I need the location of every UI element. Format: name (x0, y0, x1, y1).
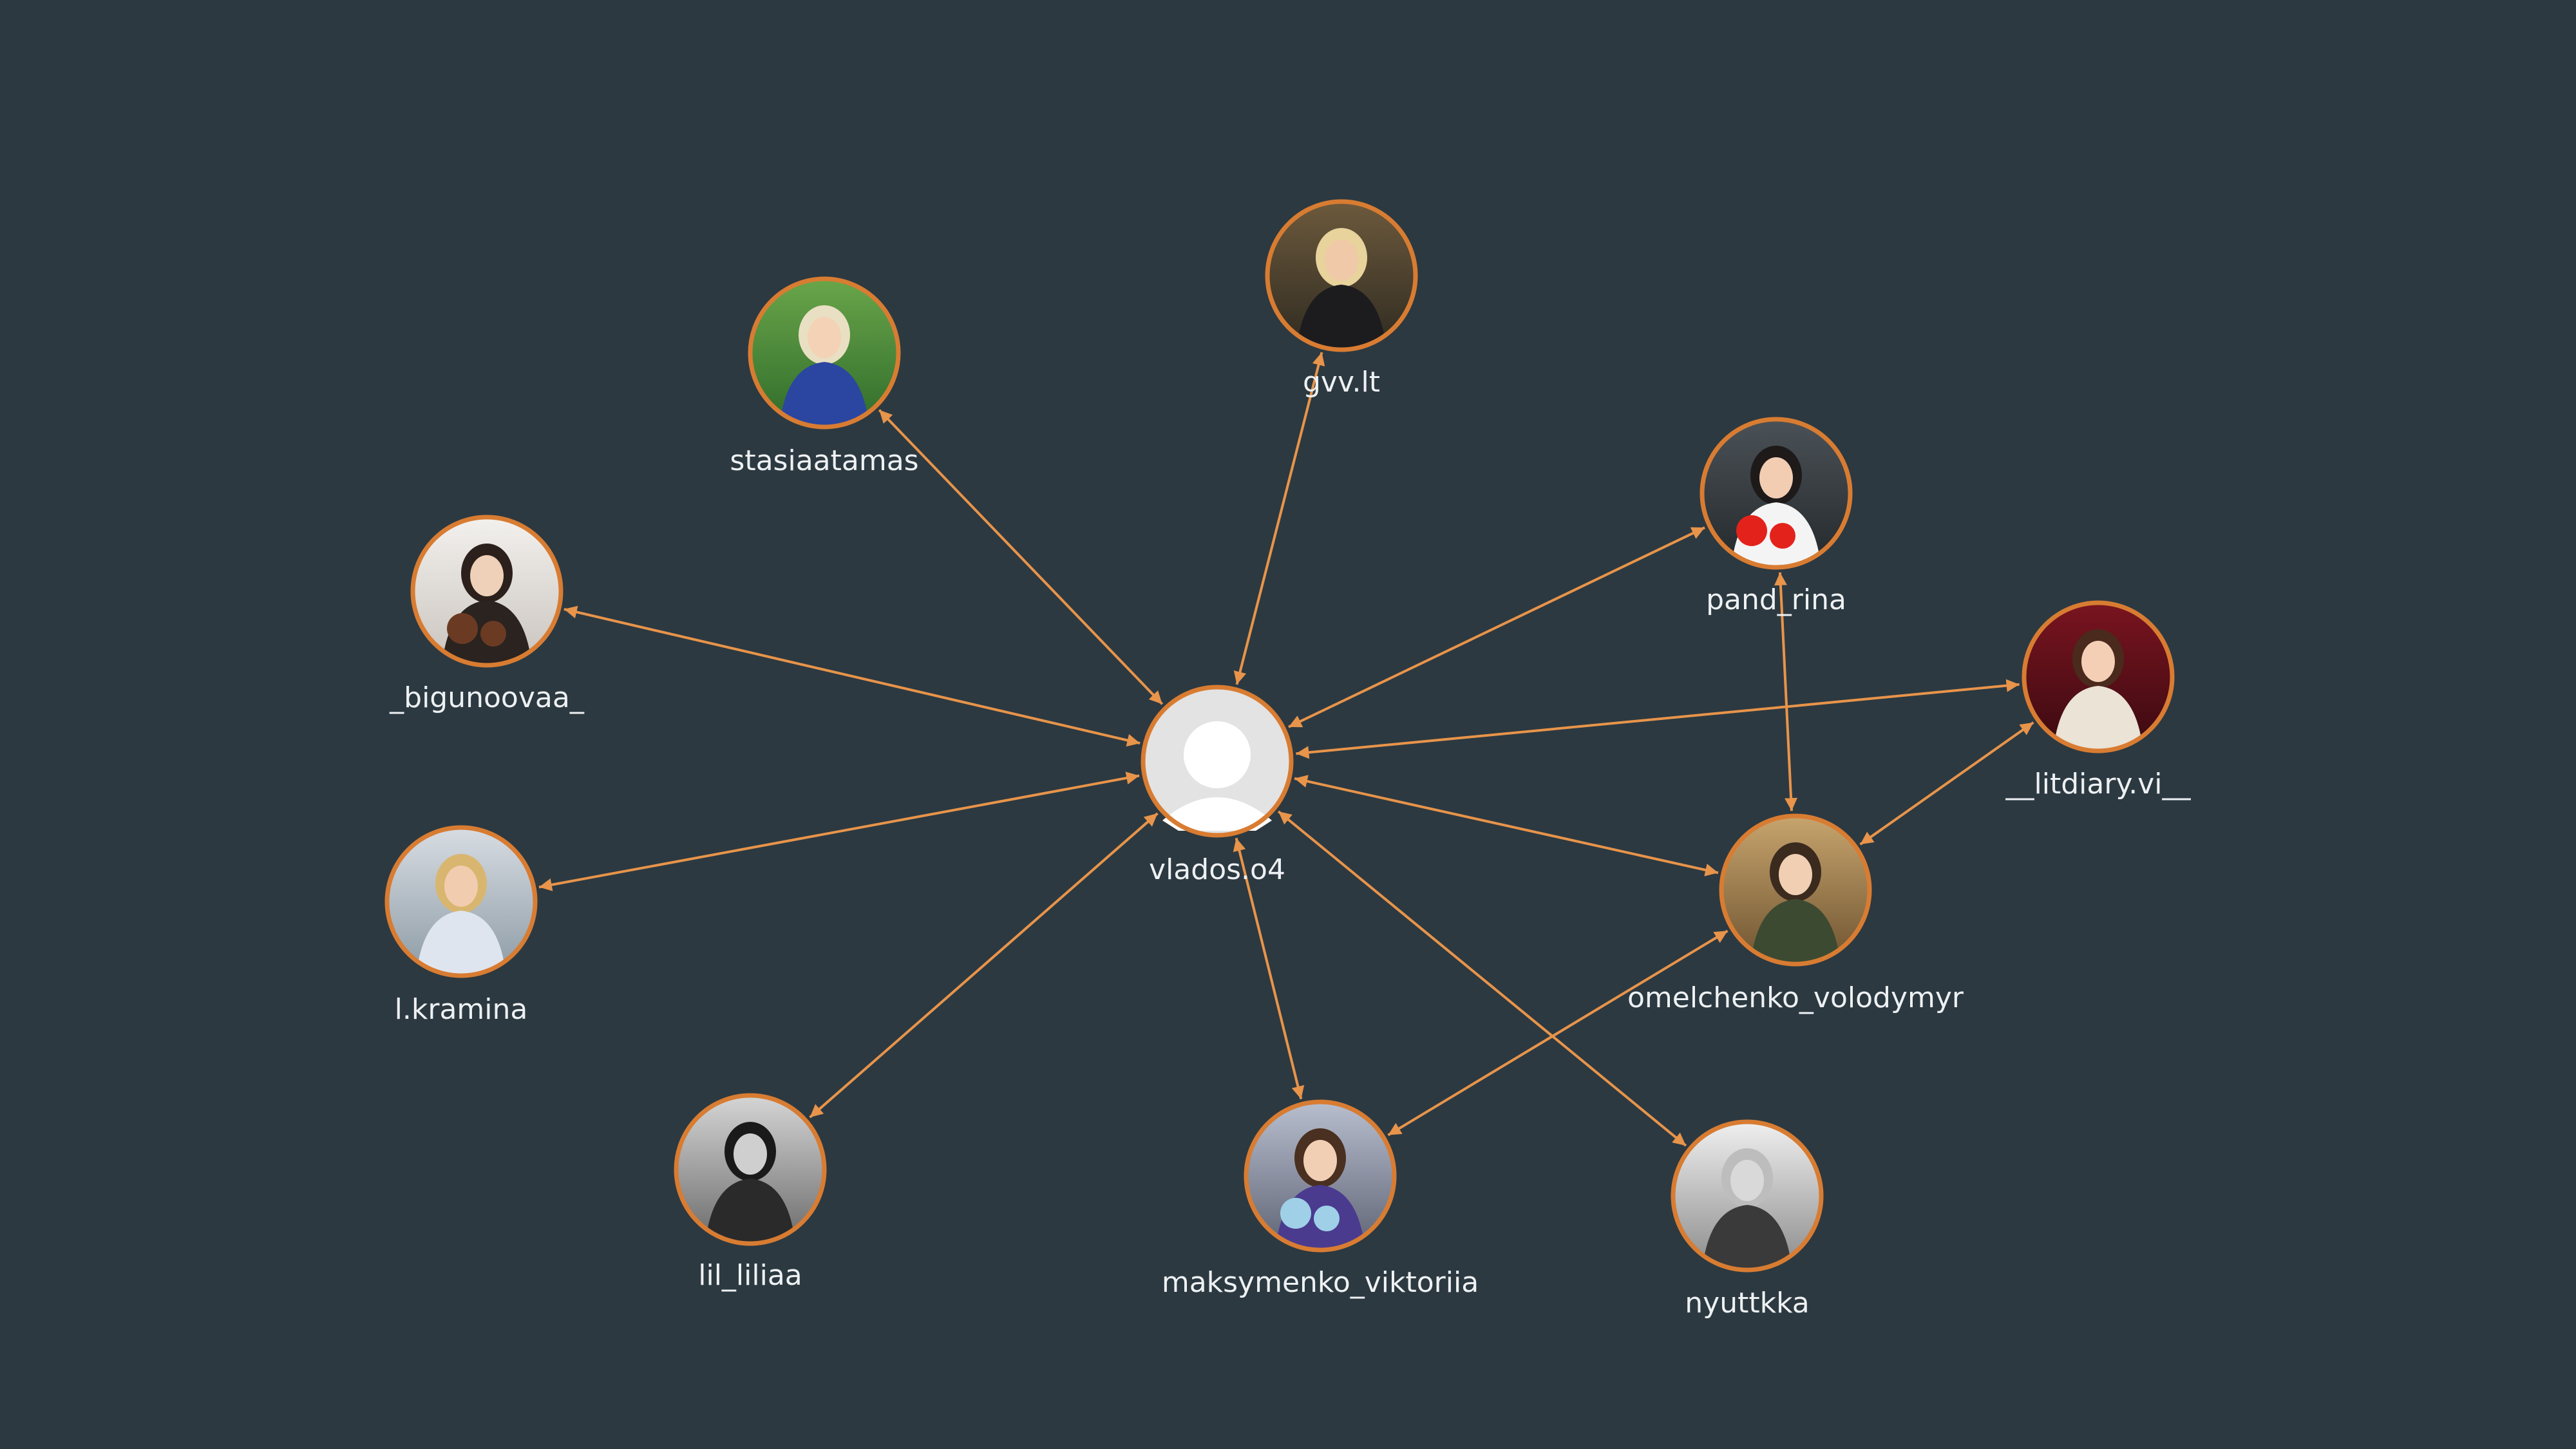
node-border (1265, 199, 1418, 352)
node-pand_rina[interactable]: pand_rina (1700, 417, 1853, 616)
woman-bw-selfie-avatar-photo (1674, 1123, 1820, 1269)
edges-layer (538, 352, 2034, 1147)
node-border (1671, 1119, 1824, 1273)
default-avatar-body (1162, 797, 1272, 831)
node-label: stasiaatamas (730, 444, 918, 477)
node-label: __litdiary.vi__ (2005, 768, 2192, 800)
node-stasiaatamas[interactable]: stasiaatamas (730, 276, 919, 477)
edge-__litdiary.vi__-omelchenko_volodymyr (1859, 721, 2034, 846)
node-lil_liliaa[interactable]: lil_liliaa (674, 1093, 827, 1292)
node-label: omelchenko_volodymyr (1627, 981, 1964, 1014)
node-omelchenko_volodymyr[interactable]: omelchenko_volodymyr (1627, 813, 1964, 1014)
couple-avatar-photo (1723, 817, 1868, 963)
node-border (1141, 685, 1294, 838)
node-__litdiary.vi__[interactable]: __litdiary.vi__ (2005, 600, 2192, 800)
woman-dark-coat-forest-avatar-photo (1269, 203, 1414, 348)
edge-vlados.o4-l.kramina (538, 772, 1140, 891)
family-birthday-avatar-photo (1247, 1103, 1393, 1249)
node-gvv.lt[interactable]: gvv.lt (1265, 199, 1418, 399)
node-vlados.o4[interactable]: vlados.o4 (1141, 685, 1294, 886)
node-label: vlados.o4 (1149, 853, 1285, 886)
woman-with-horse-avatar-photo (414, 518, 560, 664)
edge-vlados.o4-__litdiary.vi__ (1296, 679, 2020, 759)
edge-vlados.o4-stasiaatamas (878, 409, 1164, 705)
node-border (1700, 417, 1853, 570)
node-l.kramina[interactable]: l.kramina (384, 825, 538, 1026)
edge-vlados.o4-nyuttkka (1277, 810, 1687, 1147)
edge-vlados.o4-omelchenko_volodymyr (1294, 775, 1719, 876)
edge-vlados.o4-gvv.lt (1233, 352, 1325, 685)
node-border (410, 515, 564, 668)
edge-omelchenko_volodymyr-maksymenko_viktoriia (1387, 929, 1728, 1137)
node-border (1719, 813, 1872, 967)
woman-sitting-stairs-avatar-photo (388, 829, 534, 974)
nodes-layer: vlados.o4 gvv.lt stasiaatamas pand_rina _big… (384, 199, 2192, 1320)
edge-pand_rina-omelchenko_volodymyr (1774, 572, 1798, 811)
node-border (748, 276, 901, 430)
node-label: pand_rina (1706, 583, 1846, 616)
node-label: lil_liliaa (698, 1259, 802, 1292)
woman-red-tulips-avatar-photo (1703, 421, 1849, 566)
edge-vlados.o4-_bigunoovaa_ (564, 605, 1141, 747)
node-label: maksymenko_viktoriia (1162, 1266, 1479, 1299)
node-border (674, 1093, 827, 1246)
node-nyuttkka[interactable]: nyuttkka (1671, 1119, 1824, 1320)
node-label: l.kramina (395, 993, 528, 1026)
edge-vlados.o4-lil_liliaa (809, 812, 1159, 1119)
woman-blue-jumpsuit-garden-avatar-photo (752, 280, 897, 426)
node-label: nyuttkka (1685, 1287, 1809, 1320)
node-maksymenko_viktoriia[interactable]: maksymenko_viktoriia (1162, 1099, 1479, 1299)
edge-vlados.o4-pand_rina (1288, 526, 1705, 728)
node-border (1244, 1099, 1397, 1253)
woman-bw-portrait-avatar-photo (677, 1097, 823, 1242)
default-avatar-icon (1184, 721, 1251, 788)
woman-red-background-avatar-photo (2025, 604, 2171, 750)
node-label: _bigunoovaa_ (389, 681, 585, 714)
node-label: gvv.lt (1303, 366, 1380, 399)
node-border (2022, 600, 2175, 753)
node-border (384, 825, 538, 978)
node-_bigunoovaa_[interactable]: _bigunoovaa_ (389, 515, 585, 714)
